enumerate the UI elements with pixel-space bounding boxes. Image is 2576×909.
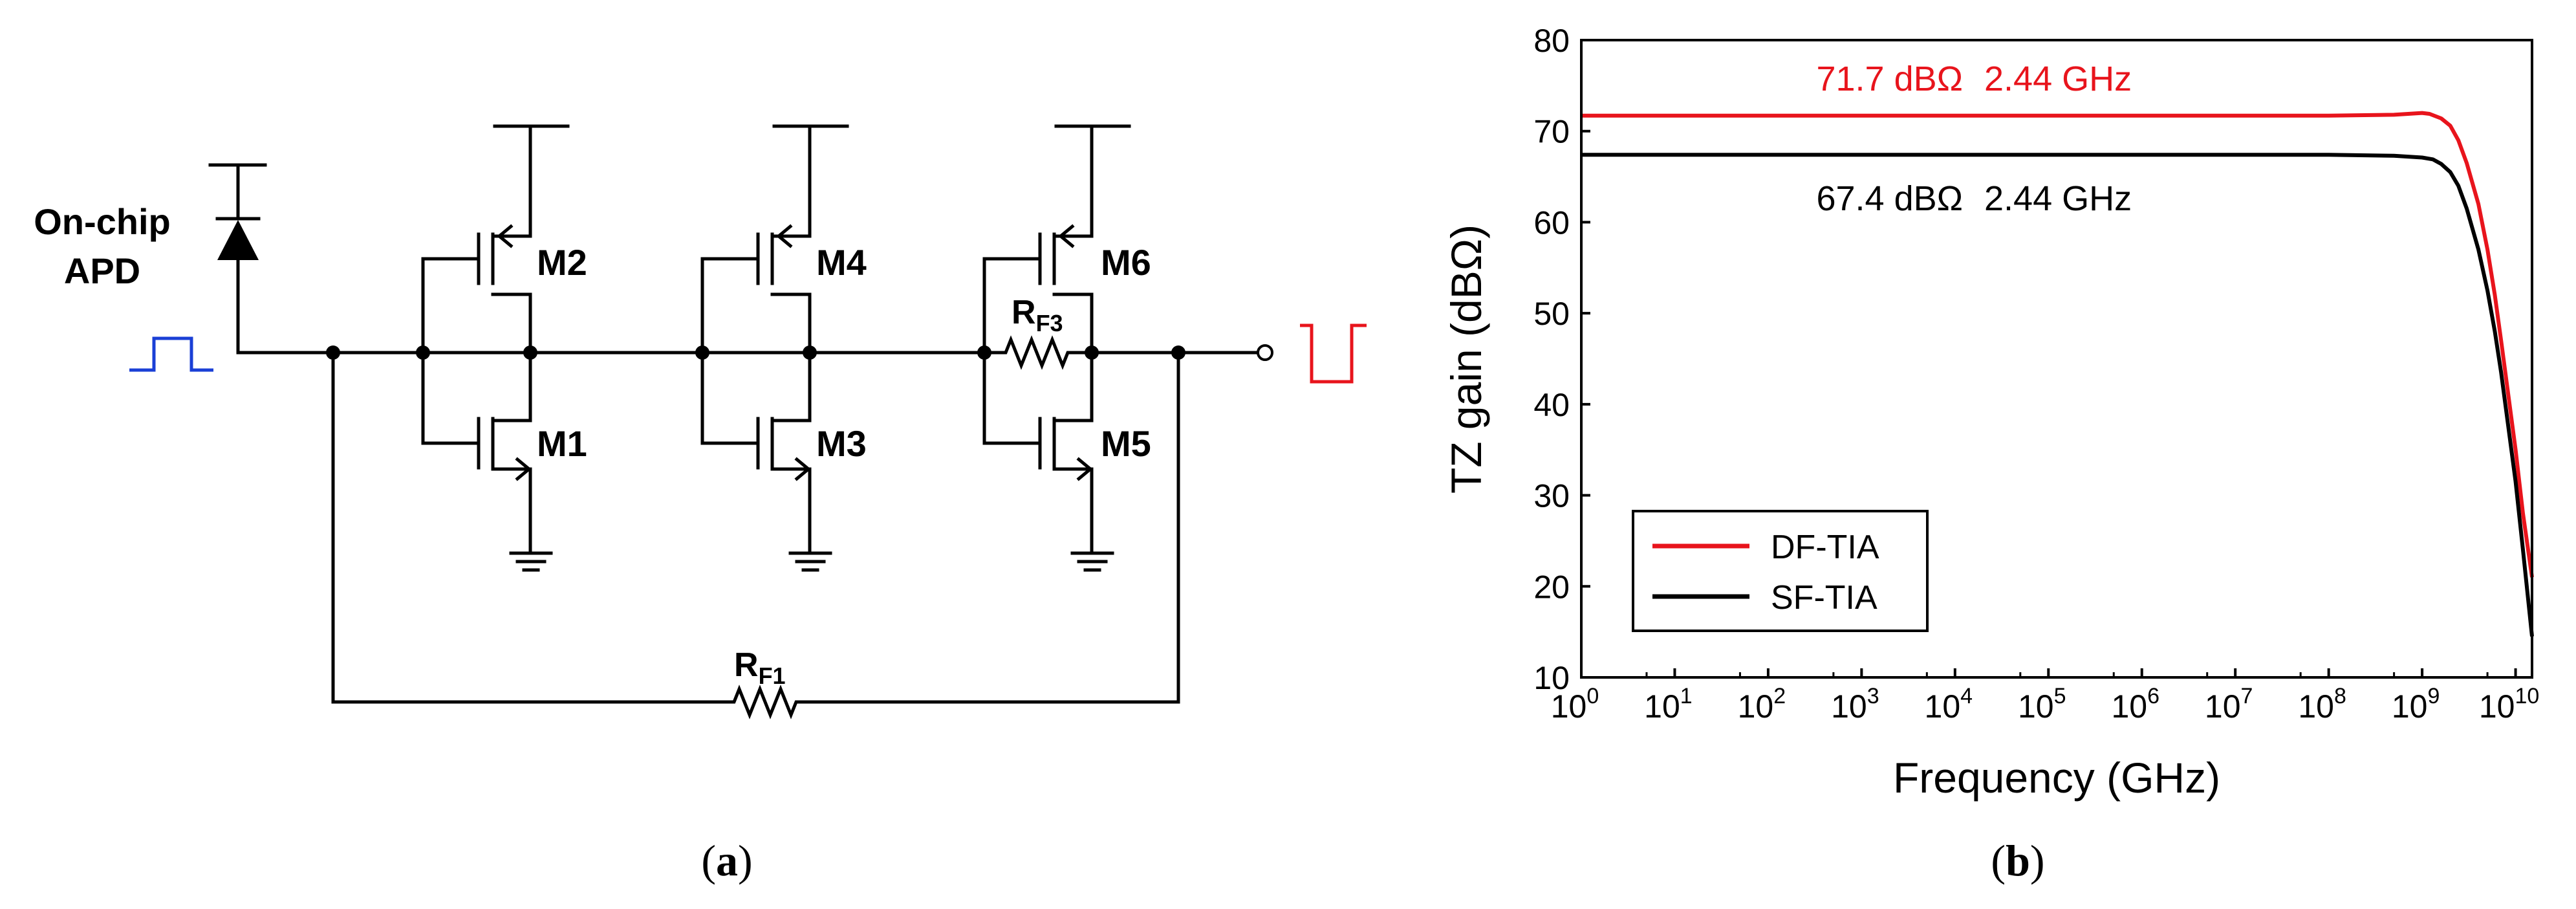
apd-diode-icon bbox=[208, 163, 267, 355]
label-rf1: RF1 bbox=[734, 646, 786, 689]
x-tick-label: 101 bbox=[1644, 684, 1693, 725]
label-m4: M4 bbox=[816, 242, 867, 283]
x-tick-label: 100 bbox=[1551, 684, 1599, 725]
y-tick-label: 30 bbox=[1533, 478, 1570, 514]
legend-label-sf-tia: SF-TIA bbox=[1771, 579, 1878, 617]
label-m3: M3 bbox=[816, 423, 867, 464]
y-tick-label: 60 bbox=[1533, 204, 1570, 241]
x-tick-label: 109 bbox=[2392, 684, 2440, 725]
x-tick-label: 107 bbox=[2205, 684, 2253, 725]
apd-label-line1: On-chip bbox=[34, 201, 171, 242]
series-line-df-tia bbox=[1581, 111, 2534, 578]
resistor-rf3-icon bbox=[982, 335, 1094, 370]
chart-annotations: 71.7 dBΩ 2.44 GHz 67.4 dBΩ 2.44 GHz bbox=[1816, 60, 2132, 218]
x-tick-label: 104 bbox=[1925, 684, 1973, 725]
caption-a: (a) bbox=[701, 836, 752, 885]
y-axis-label: TZ gain (dBΩ) bbox=[1442, 225, 1490, 494]
chart-legend: DF-TIA SF-TIA bbox=[1632, 510, 1929, 632]
chart-series-group bbox=[1581, 111, 2534, 637]
label-m5: M5 bbox=[1101, 423, 1151, 464]
chart-axes: 10 20 30 40 50 60 70 80 100 101 102 103 104 105 106 107… bbox=[1533, 23, 2539, 725]
x-tick-label: 1010 bbox=[2479, 684, 2539, 725]
label-m6: M6 bbox=[1101, 242, 1151, 283]
plot-frame bbox=[1580, 39, 2533, 679]
output-terminal bbox=[1257, 344, 1273, 361]
x-tick-label: 105 bbox=[2018, 684, 2066, 725]
y-tick-label: 50 bbox=[1533, 296, 1570, 332]
label-rf3: RF3 bbox=[1012, 294, 1063, 336]
y-tick-label: 40 bbox=[1533, 387, 1570, 423]
x-tick-label: 102 bbox=[1738, 684, 1786, 725]
label-m2: M2 bbox=[537, 242, 587, 283]
stage-1-inverter bbox=[421, 124, 570, 572]
y-tick-label: 70 bbox=[1533, 114, 1570, 150]
y-tick-label: 20 bbox=[1533, 569, 1570, 605]
x-tick-label: 108 bbox=[2298, 684, 2346, 725]
y-tick-label: 10 bbox=[1533, 660, 1570, 696]
input-pulse-icon bbox=[129, 336, 213, 372]
junction-dots bbox=[326, 345, 1185, 360]
series-line-sf-tia bbox=[1581, 153, 2534, 637]
annotation-freq-0: 2.44 GHz bbox=[1984, 60, 2132, 98]
annotation-gain-1: 67.4 dBΩ bbox=[1816, 179, 1963, 218]
apd-label-line2: APD bbox=[64, 250, 140, 291]
tz-gain-chart: 10 20 30 40 50 60 70 80 100 101 102 103 104 105 106 107… bbox=[1442, 23, 2539, 885]
label-m1: M1 bbox=[537, 423, 587, 464]
stage-2-inverter bbox=[700, 124, 849, 572]
caption-b: (b) bbox=[1991, 836, 2044, 885]
annotation-gain-0: 71.7 dBΩ bbox=[1816, 60, 1963, 98]
legend-label-df-tia: DF-TIA bbox=[1771, 529, 1879, 566]
y-tick-label: 80 bbox=[1533, 23, 1570, 59]
circuit-schematic: On-chip APD bbox=[34, 124, 1367, 885]
annotation-freq-1: 2.44 GHz bbox=[1984, 179, 2132, 218]
x-axis-label: Frequency (GHz) bbox=[1893, 754, 2220, 802]
x-tick-label: 106 bbox=[2111, 684, 2159, 725]
output-pulse-icon bbox=[1300, 323, 1367, 384]
resistor-rf1-icon bbox=[726, 684, 801, 719]
x-tick-label: 103 bbox=[1831, 684, 1879, 725]
